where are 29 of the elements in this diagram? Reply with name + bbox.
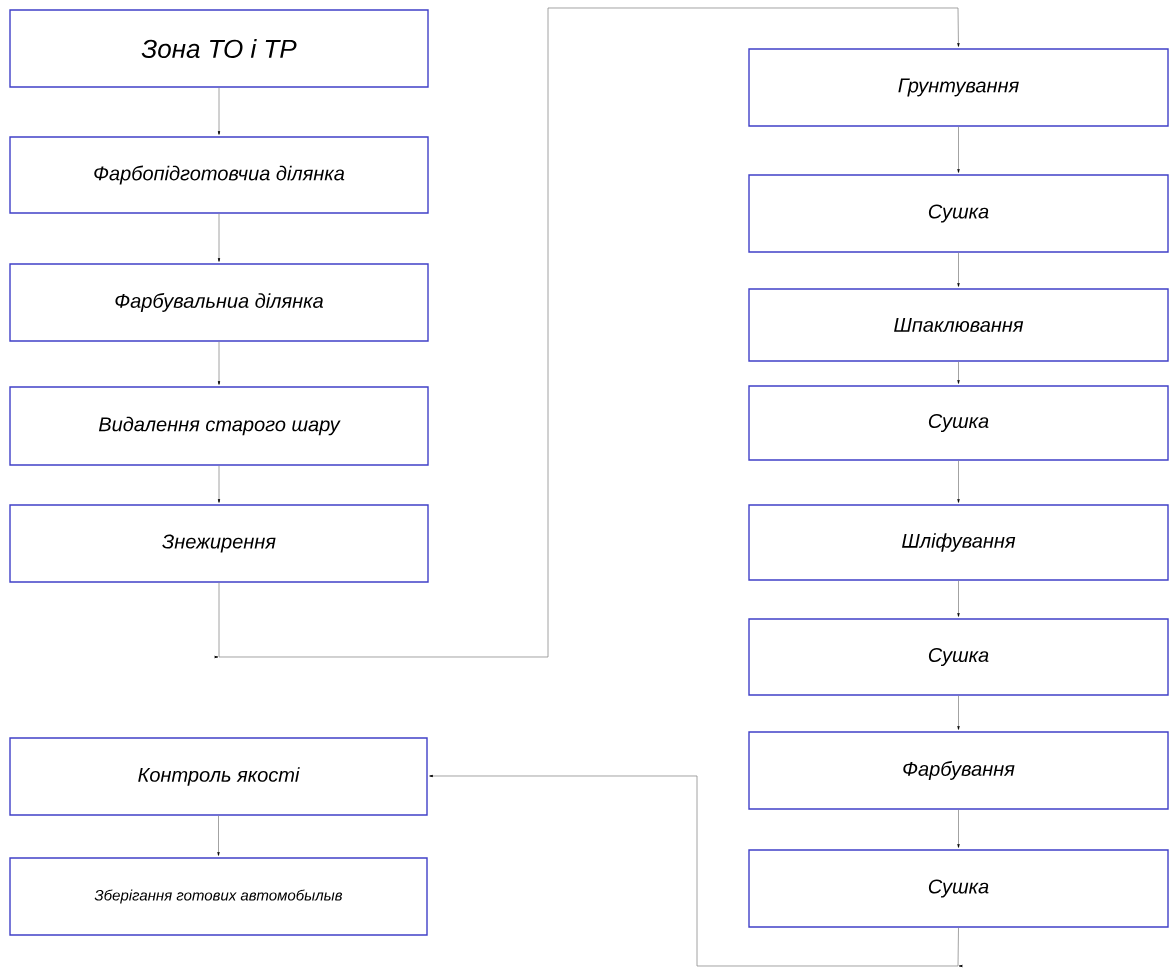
process-box: Сушка xyxy=(748,849,1169,928)
arrow xyxy=(957,252,960,287)
arrow xyxy=(214,7,960,659)
process-box: Грунтування xyxy=(748,48,1169,127)
process-box: Зберігання готових автомобылыв xyxy=(9,857,428,936)
arrow xyxy=(217,815,220,856)
arrow xyxy=(429,774,963,968)
process-box: Фарбопідготовчиа ділянка xyxy=(9,136,429,214)
process-box: Шліфування xyxy=(748,504,1169,581)
arrow xyxy=(957,695,960,730)
arrow xyxy=(957,361,960,384)
arrow xyxy=(957,809,960,848)
process-box: Контроль якості xyxy=(9,737,428,816)
arrow xyxy=(217,87,221,135)
arrow xyxy=(957,580,960,617)
arrow xyxy=(957,126,960,173)
process-box: Знежирення xyxy=(9,504,429,583)
process-box: Видалення старого шару xyxy=(9,386,429,466)
process-box: Сушка xyxy=(748,174,1169,253)
process-box: Фарбувальниа ділянка xyxy=(9,263,429,342)
process-box: Сушка xyxy=(748,618,1169,696)
process-box: Сушка xyxy=(748,385,1169,461)
arrow xyxy=(957,460,960,503)
process-box: Фарбування xyxy=(748,731,1169,810)
process-box: Зона ТО і ТР xyxy=(9,9,429,88)
arrow xyxy=(217,213,221,262)
arrow xyxy=(217,465,221,503)
arrow xyxy=(217,341,221,385)
process-box: Шпаклювання xyxy=(748,288,1169,362)
